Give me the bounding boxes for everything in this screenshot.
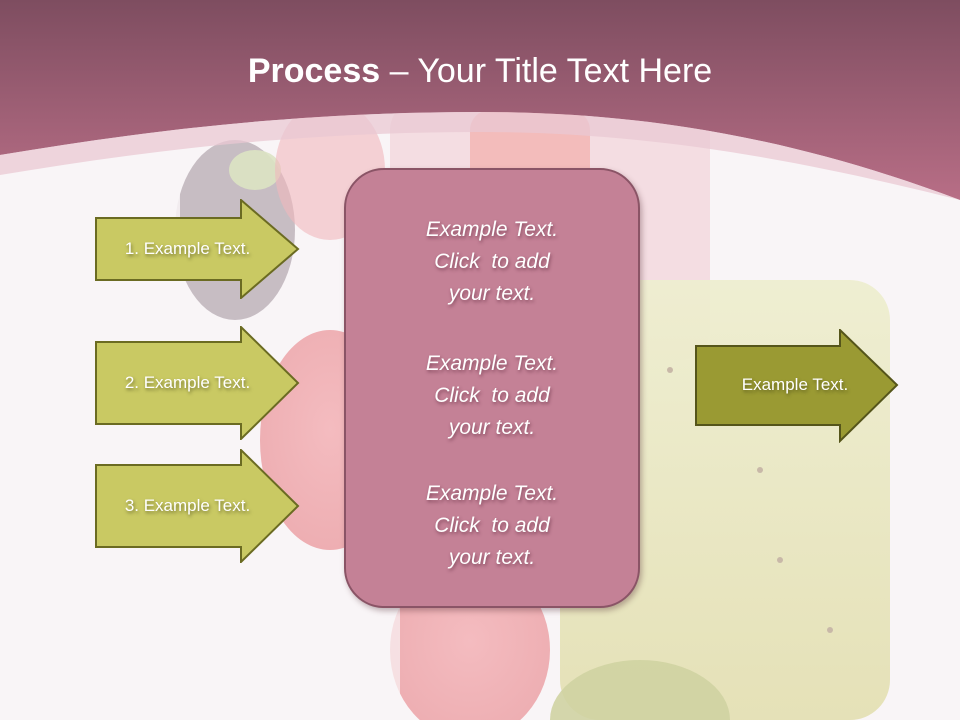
center-block-1-line-3: your text. — [448, 282, 536, 305]
result-arrow-label: Example Text. — [741, 375, 849, 394]
center-text-box[interactable]: Example Text. Click to add your text. Ex… — [344, 168, 640, 608]
step-arrow-1-label: 1. Example Text. — [124, 239, 251, 258]
title-rest: – Your Title Text Here — [380, 52, 713, 90]
center-block-1-line-1: Example Text. — [425, 218, 559, 241]
center-block-2[interactable]: Example Text. Click to add your text. — [346, 348, 638, 444]
center-block-2-line-2: Click to add — [434, 384, 550, 407]
step-arrow-2-label: 2. Example Text. — [124, 373, 251, 392]
result-arrow[interactable]: Example Text. — [695, 329, 900, 443]
center-block-3[interactable]: Example Text. Click to add your text. — [346, 478, 638, 574]
center-block-1[interactable]: Example Text. Click to add your text. — [346, 214, 638, 310]
step-arrow-1[interactable]: 1. Example Text. — [95, 199, 300, 299]
step-arrow-2[interactable]: 2. Example Text. — [95, 326, 300, 440]
center-block-3-line-1: Example Text. — [425, 482, 559, 505]
arrow-right-icon — [95, 326, 300, 440]
center-block-2-line-1: Example Text. — [425, 352, 559, 375]
center-block-2-line-3: your text. — [448, 416, 536, 439]
arrow-right-icon — [95, 199, 300, 299]
center-block-1-line-2: Click to add — [434, 250, 550, 273]
center-block-3-line-2: Click to add — [434, 514, 550, 537]
arrow-right-icon — [95, 449, 300, 563]
title-bold: Process — [247, 52, 381, 90]
step-arrow-3-label: 3. Example Text. — [124, 496, 251, 515]
step-arrow-3[interactable]: 3. Example Text. — [95, 449, 300, 563]
page-title: Process – Your Title Text Here — [0, 52, 960, 91]
arrow-right-icon — [695, 329, 899, 443]
center-block-3-line-3: your text. — [448, 546, 536, 569]
header-band — [0, 0, 960, 200]
